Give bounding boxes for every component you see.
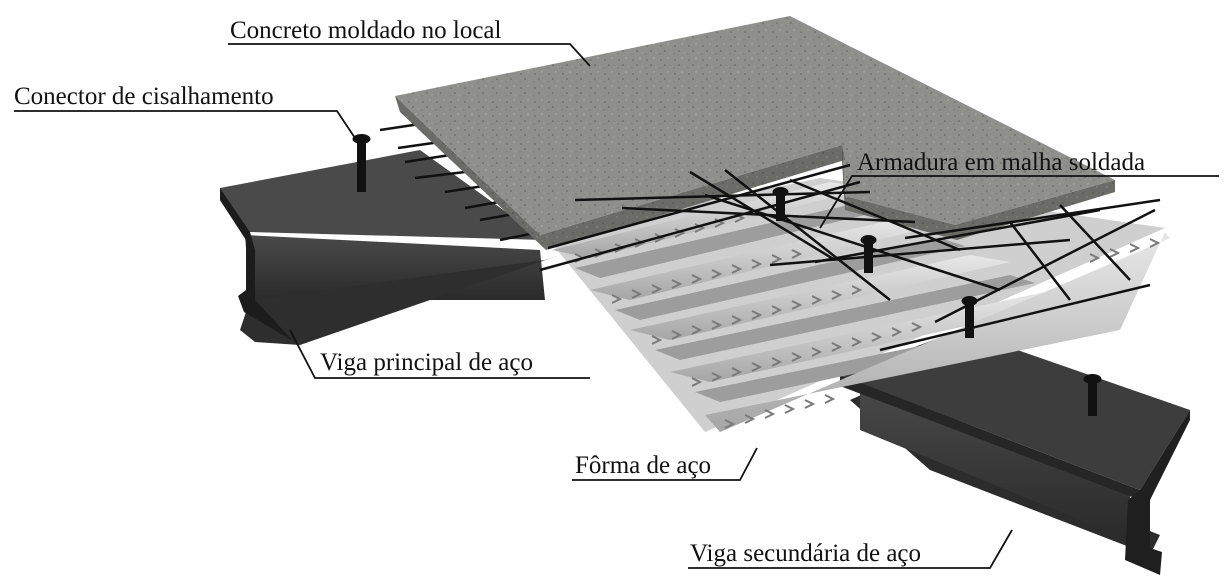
shear-connectors-deck (772, 187, 978, 338)
leader-concrete (228, 43, 591, 67)
label-main-beam: Viga principal de aço (320, 349, 533, 376)
secondary-beam-top-flange (840, 330, 1190, 490)
shear-connector-secondary (1083, 374, 1102, 416)
leader-secondary-beam (688, 529, 1013, 569)
secondary-beam-web (860, 380, 1130, 540)
welded-wire-mesh (539, 163, 1161, 352)
label-welded-mesh: Armadura em malha soldada (857, 149, 1145, 176)
label-shear-connector: Conector de cisalhamento (14, 83, 274, 110)
deck-ribs (552, 182, 1170, 432)
main-beam-end (220, 188, 300, 345)
concrete-left-edge (395, 96, 546, 250)
secondary-beam-end (1125, 410, 1190, 575)
shear-connector-deck-1 (772, 187, 789, 221)
leader-mesh (819, 175, 1219, 229)
leader-connector (14, 110, 356, 139)
shear-connector-deck-3 (961, 296, 978, 338)
main-beam-bottom-flange (240, 255, 560, 345)
labels: Concreto moldado no local Conector de ci… (14, 17, 1145, 567)
label-steel-deck: Fôrma de aço (575, 452, 711, 479)
label-secondary-beam: Viga secundária de aço (690, 540, 921, 567)
leader-lines (14, 43, 1219, 569)
secondary-steel-beam (840, 330, 1190, 575)
main-beam-top-flange (220, 150, 545, 240)
steel-deck (545, 178, 1170, 432)
label-concrete: Concreto moldado no local (230, 17, 502, 44)
main-steel-beam (220, 134, 560, 345)
leader-main-beam (289, 329, 590, 379)
shear-connector-deck-2 (860, 235, 877, 273)
leader-deck (572, 447, 758, 481)
shear-connector-main (352, 134, 371, 192)
concrete-right-edge (845, 180, 1115, 240)
concrete-top-surface (395, 16, 1115, 235)
secondary-beam-top-flange-side (840, 375, 1140, 500)
